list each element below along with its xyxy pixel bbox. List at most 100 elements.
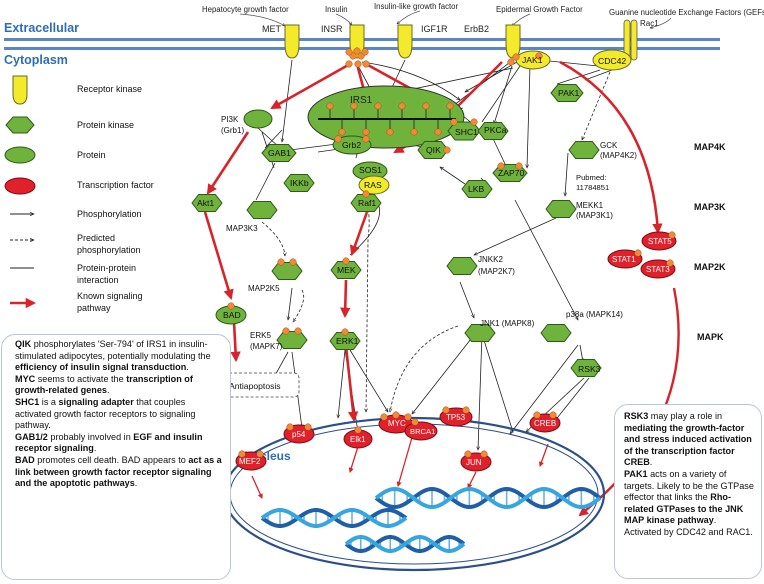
gab1-kinase (261, 144, 297, 162)
interaction-lines (255, 59, 613, 450)
phospho-site (512, 53, 520, 61)
qik-label: QIK (426, 145, 441, 155)
p54-label: p54 (292, 430, 306, 439)
mek-label: MEK (337, 265, 356, 275)
pubmed-label-2: 11784851 (576, 183, 609, 192)
receptor-igf1r-label: IGF1R (421, 24, 448, 34)
phospho-site (289, 258, 297, 266)
receptor-met: MET (262, 24, 300, 59)
antiapoptosis-label: Antiapoptosis (229, 381, 281, 391)
brca1-tf (404, 421, 438, 441)
gab1-label: GAB1 (268, 148, 291, 158)
bad-label: BAD (223, 310, 241, 320)
node-shapes (191, 47, 677, 472)
left-note-paragraph: GAB1/2 probably involved in EGF and insu… (15, 431, 203, 454)
phospho-site (345, 48, 353, 56)
grb2-label: Grb2 (342, 140, 361, 150)
ligand-insulin: Insulin (325, 5, 348, 14)
phospho-site (668, 231, 676, 239)
stat1-tf (607, 249, 643, 269)
sos1-label: SOS1 (359, 165, 382, 175)
stat5-tf (641, 231, 677, 251)
legend-predicted-2: phosphorylation (77, 245, 141, 255)
phospho-site (304, 423, 312, 431)
right-note-paragraph: RSK3 may play a role in mediating the gr… (624, 411, 752, 468)
tp53-label: TP53 (446, 413, 466, 422)
receptor-rac1-label: Rac1 (640, 19, 659, 28)
erk5-label-1: ERK5 (250, 331, 271, 340)
mekk1-label-2: (MAP3K1) (576, 211, 613, 220)
left-note-paragraph: QIK phosphorylates 'Ser-794' of IRS1 in … (15, 339, 211, 373)
phospho-site (380, 413, 388, 421)
legend-protein-kinase: Protein kinase (77, 120, 134, 130)
ras-label: RAS (364, 180, 382, 190)
phospho-site (334, 135, 342, 143)
jnkk2-kinase (446, 257, 478, 275)
brca1-label: BRCA1 (410, 427, 435, 436)
legend-protein-icon (4, 146, 36, 164)
stat3-label: STAT3 (646, 265, 670, 274)
legend: Receptor kinase Protein kinase Protein T… (4, 75, 154, 313)
stat5-label: STAT5 (648, 237, 672, 246)
note-left: QIK phosphorylates 'Ser-794' of IRS1 in … (1, 334, 231, 580)
receptor-met-label: MET (262, 24, 282, 34)
ligand-hgf: Hepatocyte growth factor (202, 5, 289, 14)
legend-phosphorylation: Phosphorylation (77, 209, 142, 219)
pkca-label: PKCa (484, 125, 507, 135)
ligand-labels: Hepatocyte growth factor Insulin Insulin… (202, 2, 764, 17)
legend-transcription-factor: Transcription factor (77, 180, 154, 190)
phospho-site (354, 426, 362, 434)
grb2-protein (332, 135, 372, 155)
mef2-label: MEF2 (239, 457, 261, 466)
creb-label: CREB (534, 419, 556, 428)
phospho-site (404, 413, 412, 421)
cdc42-protein (592, 49, 632, 71)
elk1-label: Elk1 (350, 435, 366, 444)
phospho-site (392, 411, 400, 419)
lkb-label: LKB (468, 184, 485, 194)
raf1-kinase (350, 194, 382, 212)
legend-receptor-kinase: Receptor kinase (77, 84, 142, 94)
phospho-site (507, 58, 515, 66)
phospho-site (362, 60, 370, 68)
legend-kinase-icon (5, 116, 35, 134)
right-note-paragraph: Activated by CDC42 and RAC1. (624, 526, 753, 537)
map2k5-label: MAP2K5 (248, 284, 280, 293)
shc1-label: SHC1 (455, 127, 478, 137)
phospho-site (345, 60, 353, 68)
p38a-label: p38a (MAPK14) (566, 310, 623, 319)
legend-known-2: pathway (77, 303, 111, 313)
phospho-site (238, 450, 246, 458)
ligand-gef: Guanine nucleotide Exchange Factors (GEF… (609, 8, 764, 17)
gck-label-2: (MAP4K2) (600, 151, 637, 160)
node-labels: JAK1 CDC42 SHC1 PAK1 PI3K (Grb1) Grb2 GA… (197, 55, 672, 467)
phospho-site (464, 450, 472, 458)
receptor-rac1: Rac1 (623, 19, 659, 61)
map2k5-kinase (271, 262, 303, 280)
phospho-site (256, 450, 264, 458)
erk1-kinase (329, 332, 361, 350)
phospho-site (634, 249, 642, 257)
phospho-site (286, 423, 294, 431)
lkb-kinase (461, 180, 493, 198)
jak1-label: JAK1 (522, 55, 543, 65)
tier-map3k: MAP3K (694, 202, 726, 212)
phospho-site (535, 52, 543, 60)
phospho-site (549, 411, 557, 419)
ligand-leader-lines (239, 10, 672, 28)
pak1-label: PAK1 (558, 88, 580, 98)
receptor-igf1r: IGF1R (397, 24, 448, 59)
legend-known-1: Known signaling (77, 291, 143, 301)
jnkk2-label-2: (MAP2K7) (478, 267, 515, 276)
stat1-label: STAT1 (612, 255, 636, 264)
phospho-site (342, 257, 350, 265)
mek-kinase (330, 261, 362, 279)
phospho-site (277, 258, 285, 266)
pak1-kinase (550, 84, 584, 102)
right-note-paragraph: PAK1 acts on a variety of targets. Likel… (624, 468, 754, 526)
jnk1-kinase (464, 324, 496, 342)
erk1-label: ERK1 (336, 336, 359, 346)
erk5-label-2: (MAPK7) (250, 342, 283, 351)
ligand-egf: Epidermal Growth Factor (496, 5, 583, 14)
raf1-label: Raf1 (358, 198, 376, 208)
